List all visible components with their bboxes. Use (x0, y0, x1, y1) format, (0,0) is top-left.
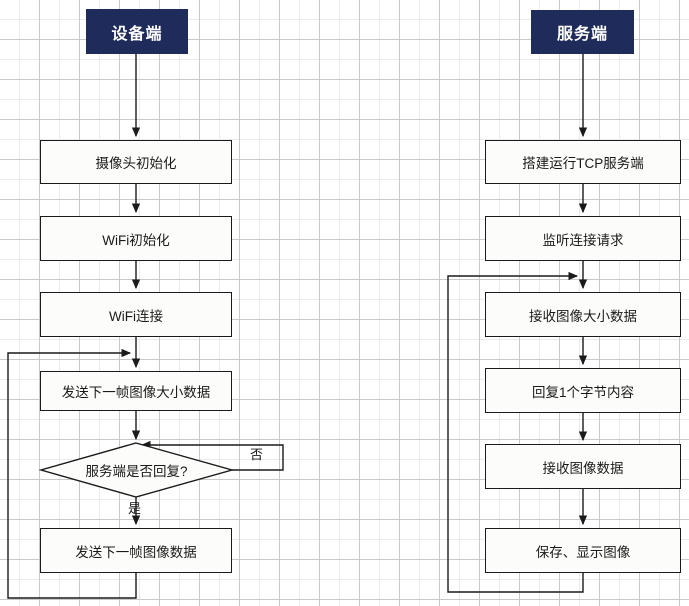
node-send-image-label: 发送下一帧图像数据 (75, 544, 197, 560)
node-cam-init[interactable]: 摄像头初始化 (40, 140, 232, 184)
node-wifi-connect[interactable]: WiFi连接 (40, 292, 232, 337)
node-recv-image[interactable]: 接收图像数据 (485, 444, 681, 489)
node-listen[interactable]: 监听连接请求 (485, 216, 681, 261)
node-send-size-label: 发送下一帧图像大小数据 (61, 385, 211, 400)
node-build-tcp-label: 搭建运行TCP服务端 (522, 156, 644, 171)
node-recv-size-label: 接收图像大小数据 (529, 308, 637, 324)
node-send-size[interactable]: 发送下一帧图像大小数据 (40, 371, 232, 411)
node-server-reply-label: 服务端是否回复? (85, 464, 188, 479)
node-recv-size[interactable]: 接收图像大小数据 (485, 292, 681, 337)
edge-label-no: 否 (250, 447, 264, 462)
node-cam-init-label: 摄像头初始化 (95, 156, 177, 171)
node-recv-image-label: 接收图像数据 (542, 460, 624, 476)
node-save-show[interactable]: 保存、显示图像 (485, 528, 681, 573)
lane-header-server-label: 服务端 (556, 26, 608, 43)
node-reply-byte[interactable]: 回复1个字节内容 (485, 368, 681, 413)
edge-label-yes: 是 (128, 501, 142, 516)
node-send-image[interactable]: 发送下一帧图像数据 (40, 528, 232, 573)
node-listen-label: 监听连接请求 (542, 232, 624, 248)
lane-header-server: 服务端 (531, 10, 634, 54)
node-wifi-connect-label: WiFi连接 (109, 308, 163, 324)
node-wifi-init-label: WiFi初始化 (102, 232, 170, 248)
node-build-tcp[interactable]: 搭建运行TCP服务端 (485, 140, 681, 184)
node-wifi-init[interactable]: WiFi初始化 (40, 216, 232, 261)
lane-header-device-label: 设备端 (111, 25, 163, 43)
node-reply-byte-label: 回复1个字节内容 (531, 384, 634, 400)
lane-header-device: 设备端 (86, 9, 188, 54)
node-save-show-label: 保存、显示图像 (535, 544, 631, 560)
node-server-reply[interactable]: 服务端是否回复? (41, 443, 232, 497)
